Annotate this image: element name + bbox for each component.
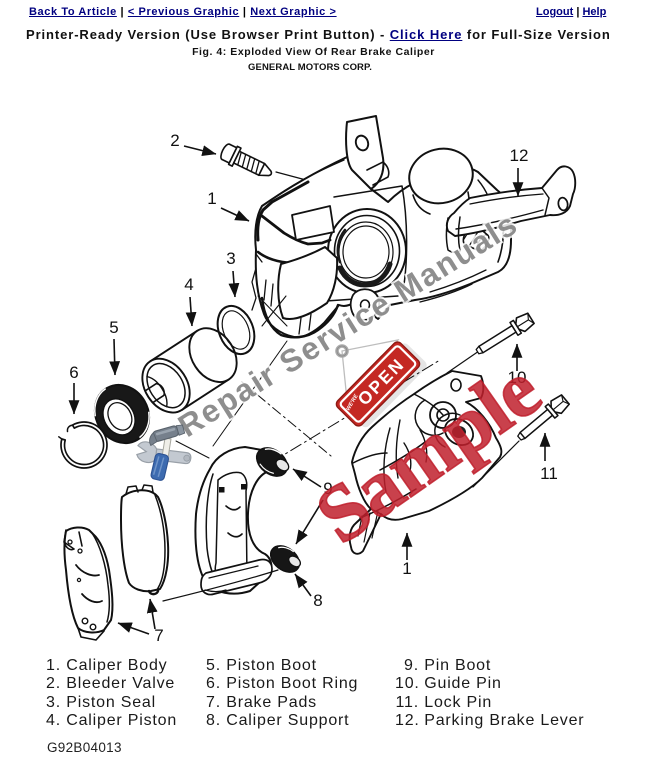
svg-text:5: 5 — [109, 318, 118, 337]
svg-text:1: 1 — [402, 559, 411, 578]
svg-text:2: 2 — [170, 131, 179, 150]
svg-text:1: 1 — [207, 189, 216, 208]
svg-text:Sample: Sample — [301, 345, 556, 560]
svg-text:8: 8 — [313, 591, 322, 610]
svg-text:9: 9 — [323, 479, 332, 498]
svg-text:4: 4 — [184, 275, 193, 294]
svg-text:7: 7 — [154, 626, 163, 645]
svg-text:12: 12 — [510, 146, 529, 165]
svg-text:11: 11 — [540, 464, 558, 483]
svg-text:10: 10 — [508, 368, 527, 387]
svg-text:3: 3 — [226, 249, 235, 268]
svg-text:6: 6 — [69, 363, 78, 382]
